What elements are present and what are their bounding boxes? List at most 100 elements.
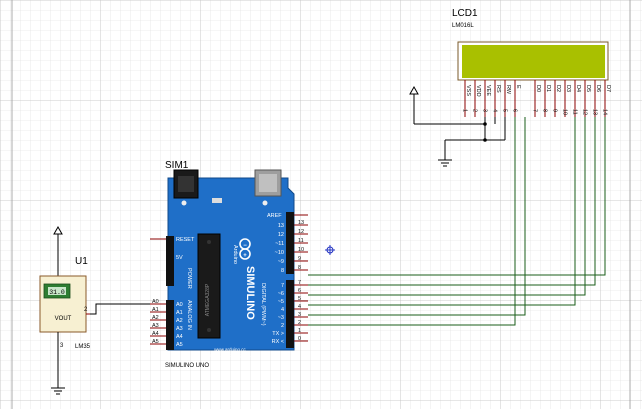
lcd-pin-number: 7: [532, 109, 538, 112]
digital-pin-inner-label: RX <: [272, 339, 284, 345]
digital-pin-inner-label: 12: [278, 232, 284, 238]
lcd-pin-number: 12: [582, 109, 588, 115]
lcd-pin-name: VSS: [465, 85, 471, 96]
digital-pin-inner-label: ~5: [278, 299, 284, 305]
lcd-pin-name: D3: [565, 85, 571, 92]
digital-pin-inner-label: 7: [281, 283, 284, 289]
sensor-pin-gnd-number: 3: [60, 343, 64, 349]
lcd-pin-number: 14: [602, 109, 608, 115]
sensor-part-label: LM35: [75, 344, 91, 350]
digital-pin-inner-label: ~9: [278, 259, 284, 265]
digital-pin-number: 0: [298, 336, 301, 342]
digital-pin-number: 8: [298, 265, 301, 271]
digital-pin-number: 6: [298, 288, 301, 294]
power-terminal-lcd: [409, 85, 419, 124]
lcd-pin-name: D6: [595, 85, 601, 92]
digital-pin-number: 5: [298, 296, 301, 302]
analog-header: [166, 300, 174, 350]
digital-pin-number: 1: [298, 328, 301, 334]
lcd-pin-name: VDD: [475, 85, 481, 97]
sensor-out-label: VOUT: [55, 316, 72, 322]
digital-pin-number: 2: [298, 320, 301, 326]
reset-label: RESET: [176, 237, 195, 243]
lcd-pin-number: 8: [542, 109, 548, 112]
lcd-pin-name: RW: [505, 85, 511, 95]
lcd-pin-name: D7: [605, 85, 611, 92]
wires: [90, 117, 606, 326]
digital-pin-inner-label: ~3: [278, 315, 284, 321]
analog-pin-outer-label: A4: [152, 331, 159, 337]
power-header: [166, 236, 174, 286]
simulino-brand: SIMULINO: [244, 266, 256, 320]
lcd-pin-number: 13: [592, 109, 598, 115]
ground-terminal-lcd: [438, 140, 452, 167]
lcd-pin-number: 6: [512, 109, 518, 112]
aref-label: AREF: [267, 213, 282, 219]
svg-text:−: −: [243, 243, 247, 249]
lcd-part-label: LM016L: [452, 23, 474, 29]
digital-pin-inner-label: ~11: [275, 241, 284, 247]
digital-pin-number: 3: [298, 312, 301, 318]
lcd-pin-number: 4: [492, 109, 498, 112]
digital-pin-number: 4: [298, 304, 301, 310]
digital-pin-number: 13: [298, 220, 304, 226]
digital-pin-inner-label: 2: [281, 323, 284, 329]
lcd-pin-name: E: [515, 85, 521, 89]
sensor-reading: 31.0: [49, 289, 65, 296]
digital-pin-number: 12: [298, 229, 304, 235]
analog-pin-outer-label: A5: [152, 339, 159, 345]
lcd-component[interactable]: LCD1 LM016L VSS1VDD2VEE3RS4RW5E6D07D18D2…: [452, 8, 611, 117]
website-label: www.arduino.cc: [214, 347, 246, 352]
digital-header-label: DIGITAL (PWM~): [260, 283, 266, 326]
analog-pin-inner-label: A2: [176, 318, 183, 324]
analog-pin-inner-label: A4: [176, 334, 183, 340]
digital-pin-inner-label: ~6: [278, 291, 284, 297]
arduino-subtitle: Arduino: [232, 245, 238, 264]
analog-pin-inner-label: A0: [176, 302, 183, 308]
lm35-component[interactable]: U1 31.0 VOUT 2 3 LM35: [39, 225, 91, 395]
sensor-display-window: [48, 287, 66, 295]
lcd-pins: VSS1VDD2VEE3RS4RW5E6D07D18D29D310D411D51…: [462, 80, 611, 117]
lcd-pin-name: D4: [575, 85, 581, 92]
lcd-pin-number: 3: [482, 109, 488, 112]
lcd-pin-number: 2: [472, 109, 478, 112]
digital-header-top: [286, 212, 294, 274]
lcd-pin-name: VEE: [485, 85, 491, 96]
lcd-ref-label: LCD1: [452, 8, 478, 19]
sensor-pin-vout-number: 2: [84, 307, 88, 313]
lcd-screen: [462, 45, 605, 78]
analog-pin-outer-label: A2: [152, 315, 159, 321]
lcd-pin-name: D2: [555, 85, 561, 92]
analog-pin-inner-label: A5: [176, 342, 183, 348]
lcd-pin-name: RS: [495, 85, 501, 93]
chip-label: ATMEGA328P: [205, 283, 211, 316]
lcd-pin-number: 1: [462, 109, 468, 112]
digital-pin-number: 7: [298, 280, 301, 286]
svg-text:+: +: [243, 253, 247, 259]
digital-pin-number: 10: [298, 247, 304, 253]
probe-marker[interactable]: [325, 245, 335, 255]
analog-header-label: ANALOG IN: [186, 300, 192, 330]
blog-label: blogembarcado.blogspot.com: [200, 353, 259, 358]
arduino-name-label: SIMULINO UNO: [165, 363, 209, 369]
5v-label: 5V: [176, 255, 183, 261]
atmega-chip: [197, 233, 221, 339]
lcd-pin-name: D1: [545, 85, 551, 92]
digital-pin-inner-label: TX >: [272, 331, 284, 337]
analog-pin-outer-label: A3: [152, 323, 159, 329]
digital-pin-inner-label: 8: [281, 268, 284, 274]
analog-pin-outer-label: A1: [152, 307, 159, 313]
arduino-logo: − +: [239, 238, 251, 260]
digital-pin-inner-label: 13: [278, 223, 284, 229]
lcd-pin-name: D0: [535, 85, 541, 92]
lcd-pin-number: 11: [572, 109, 578, 115]
sensor-ground-terminal: [51, 387, 65, 395]
arduino-component[interactable]: SIM1 SIMULINO UNO ATMEGA328P − + Arduino…: [150, 160, 308, 369]
digital-pin-number: 9: [298, 256, 301, 262]
digital-header-bottom: [286, 280, 294, 348]
digital-pin-inner-label: 4: [281, 307, 284, 313]
digital-pin-number: 11: [298, 238, 304, 244]
lcd-pin-number: 10: [562, 109, 568, 115]
analog-pin-outer-label: A0: [152, 299, 159, 305]
